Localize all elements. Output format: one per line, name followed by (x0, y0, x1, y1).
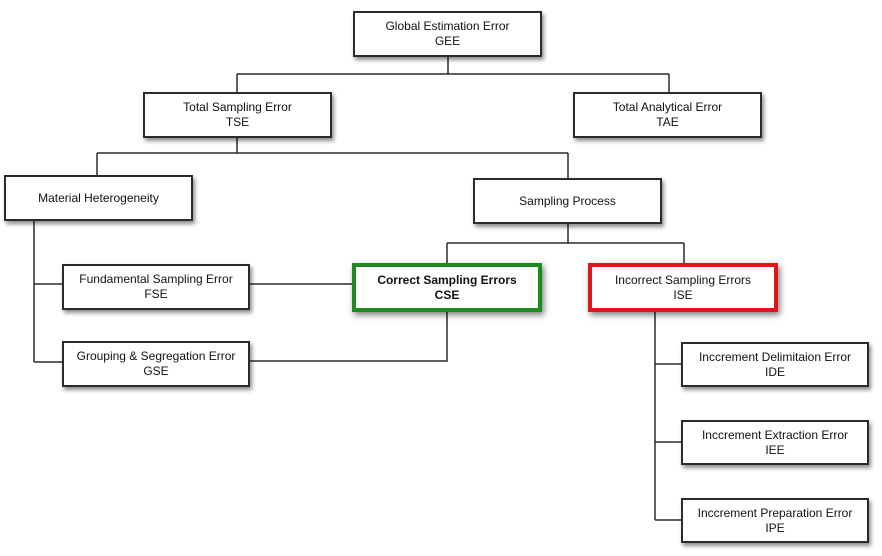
node-abbreviation: IEE (765, 442, 785, 457)
node-title: Material Heterogeneity (38, 190, 159, 205)
node-title: Inccrement Delimitaion Error (698, 349, 852, 364)
node-title: Total Analytical Error (612, 100, 723, 114)
node-abbreviation: GEE (434, 34, 461, 48)
node-title: Inccrement Preparation Error (697, 505, 853, 520)
node-abbreviation: TSE (225, 115, 250, 129)
node-abbreviation: GSE (143, 364, 169, 378)
node-total-sampling-error: Total Sampling Error TSE (143, 92, 332, 138)
node-global-estimation-error: Global Estimation Error GEE (353, 11, 542, 57)
connector-tse-children (96, 138, 569, 178)
node-material-heterogeneity: Material Heterogeneity (4, 175, 193, 221)
connector-ise-children (654, 312, 681, 521)
node-title: Sampling Process (519, 193, 616, 208)
connector-sp-children (446, 224, 685, 263)
node-grouping-segregation-error: Grouping & Segregation Error GSE (62, 341, 250, 387)
connector-gee-children (236, 57, 670, 92)
node-increment-preparation-error: Inccrement Preparation Error IPE (681, 498, 869, 543)
node-increment-delimitation-error: Inccrement Delimitaion Error IDE (681, 342, 869, 387)
node-title: Inccrement Extraction Error (701, 427, 849, 442)
node-abbreviation: CSE (434, 287, 460, 302)
node-fundamental-sampling-error: Fundamental Sampling Error FSE (62, 264, 250, 310)
node-title: Fundamental Sampling Error (79, 272, 233, 286)
node-title: Total Sampling Error (183, 100, 292, 114)
node-sampling-process: Sampling Process (473, 178, 662, 224)
node-abbreviation: IPE (765, 520, 785, 535)
node-abbreviation: TAE (656, 115, 679, 129)
connector-gse-cse (250, 312, 448, 362)
node-title: Incorrect Sampling Errors (614, 272, 752, 287)
node-abbreviation: ISE (673, 287, 693, 302)
node-title: Global Estimation Error (385, 19, 510, 33)
node-incorrect-sampling-errors: Incorrect Sampling Errors ISE (588, 263, 778, 312)
node-abbreviation: FSE (144, 287, 168, 301)
node-title: Grouping & Segregation Error (76, 349, 236, 363)
node-title: Correct Sampling Errors (377, 272, 517, 287)
connector-mh-children (33, 221, 62, 363)
node-correct-sampling-errors: Correct Sampling Errors CSE (352, 263, 542, 312)
node-increment-extraction-error: Inccrement Extraction Error IEE (681, 420, 869, 465)
node-total-analytical-error: Total Analytical Error TAE (573, 92, 762, 138)
node-abbreviation: IDE (764, 364, 785, 379)
